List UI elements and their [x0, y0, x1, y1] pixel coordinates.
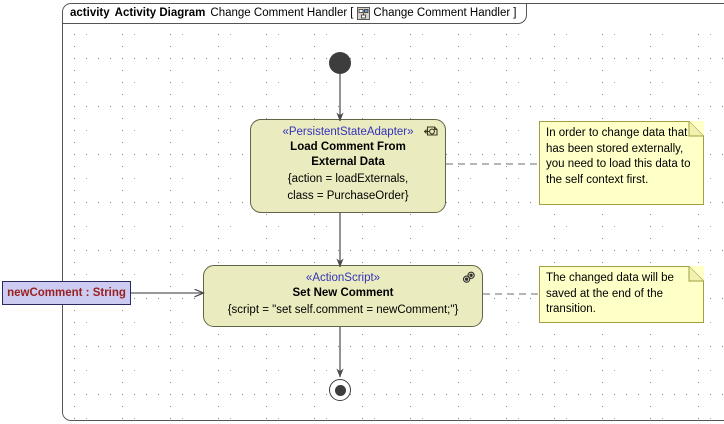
note-text: The changed data will be saved at the en…: [546, 272, 674, 315]
node-body: {script = "set self.comment = newComment…: [227, 304, 459, 316]
activity-final-node-center: [334, 384, 346, 396]
node-name-line1: Load Comment From: [290, 141, 406, 153]
diagram-canvas-grid: [63, 25, 724, 420]
activity-diagram-frame: activity Activity Diagram Change Comment…: [62, 3, 724, 421]
stereotype-label: «PersistentStateAdapter»: [282, 126, 414, 138]
note-text: In order to change data that has been st…: [546, 127, 691, 186]
initial-node[interactable]: [329, 52, 351, 74]
frame-bracket-close: ]: [513, 7, 517, 19]
frame-keyword: activity: [70, 7, 110, 19]
activity-diagram-icon: [357, 6, 371, 20]
frame-name: Change Comment Handler: [210, 7, 348, 19]
parameter-label: newComment : String: [7, 287, 126, 299]
node-body-line1: {action = loadExternals,: [287, 173, 409, 185]
activity-node-set-new-comment[interactable]: «ActionScript» Set New Comment {script =…: [203, 265, 483, 327]
frame-bracket-open: [: [350, 7, 354, 19]
node-name: Set New Comment: [292, 287, 394, 299]
node-body-line2: class = PurchaseOrder}: [287, 190, 409, 202]
node-name-line2: External Data: [311, 156, 385, 168]
frame-title-tab[interactable]: activity Activity Diagram Change Comment…: [63, 4, 528, 24]
activity-parameter-node-newcomment[interactable]: newComment : String: [2, 281, 131, 305]
frame-type-label: Activity Diagram: [114, 7, 206, 19]
activity-node-load-comment[interactable]: «PersistentStateAdapter» Load Comment Fr…: [250, 119, 446, 213]
stereotype-label: «ActionScript»: [305, 272, 381, 284]
frame-qualified-name: Change Comment Handler: [373, 7, 511, 19]
action-script-icon: [461, 270, 477, 285]
persistent-state-adapter-icon: [423, 124, 440, 139]
activity-final-node[interactable]: [329, 379, 351, 401]
note-set-comment[interactable]: The changed data will be saved at the en…: [539, 266, 704, 323]
note-load-comment[interactable]: In order to change data that has been st…: [539, 121, 704, 205]
